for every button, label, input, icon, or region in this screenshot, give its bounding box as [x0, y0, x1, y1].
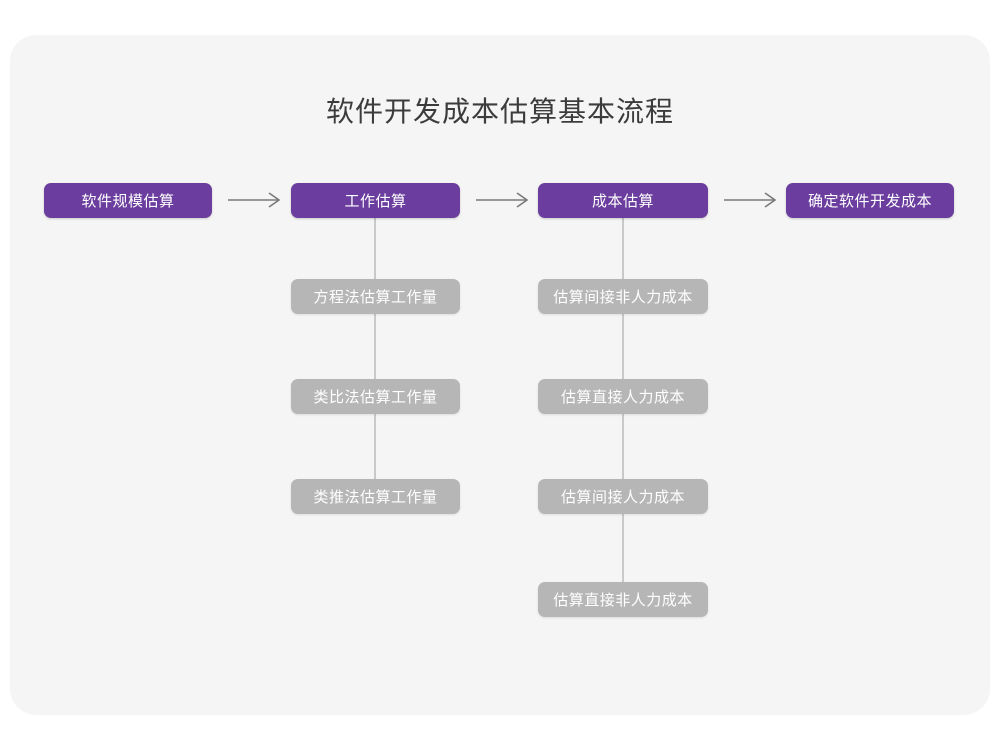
arrow-stage2-stage3 — [476, 190, 534, 210]
arrow-stage3-stage4 — [724, 190, 782, 210]
node-stage-1[interactable]: 软件规模估算 — [44, 183, 212, 218]
node-cost-item-4[interactable]: 估算直接非人力成本 — [538, 582, 708, 617]
arrow-stage1-stage2 — [228, 190, 286, 210]
node-cost-item-1[interactable]: 估算间接非人力成本 — [538, 279, 708, 314]
node-stage-2[interactable]: 工作估算 — [291, 183, 460, 218]
connector-work-branch — [374, 217, 376, 499]
diagram-card — [10, 35, 990, 715]
node-work-method-1[interactable]: 方程法估算工作量 — [291, 279, 460, 314]
node-stage-4[interactable]: 确定软件开发成本 — [786, 183, 954, 218]
node-work-method-2[interactable]: 类比法估算工作量 — [291, 379, 460, 414]
node-cost-item-3[interactable]: 估算间接人力成本 — [538, 479, 708, 514]
node-cost-item-2[interactable]: 估算直接人力成本 — [538, 379, 708, 414]
node-work-method-3[interactable]: 类推法估算工作量 — [291, 479, 460, 514]
node-stage-3[interactable]: 成本估算 — [538, 183, 708, 218]
page-title: 软件开发成本估算基本流程 — [325, 96, 674, 127]
